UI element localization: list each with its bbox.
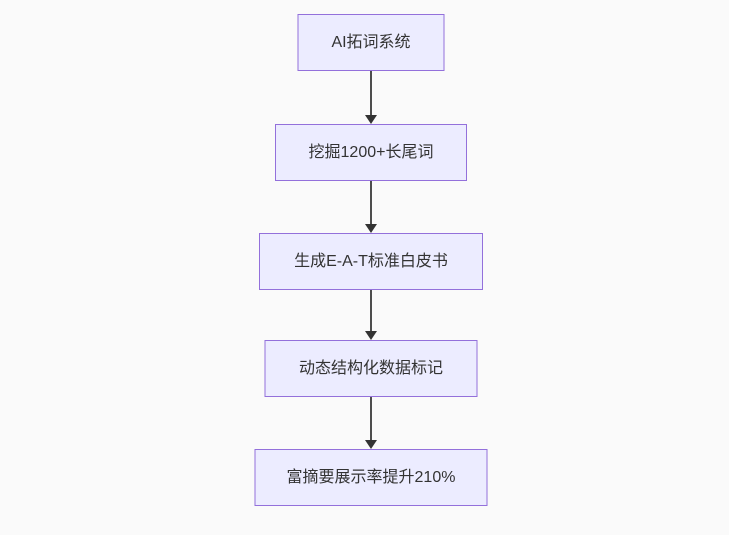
flow-node-generate-eat-whitepaper: 生成E-A-T标准白皮书	[259, 233, 483, 290]
arrow-head-icon	[365, 224, 377, 233]
flow-arrow-1	[365, 71, 377, 124]
arrow-line	[370, 290, 372, 335]
flow-node-mine-longtail-keywords: 挖掘1200+长尾词	[275, 124, 467, 181]
flow-node-ai-word-expansion-system: AI拓词系统	[297, 14, 445, 71]
flow-arrow-2	[365, 181, 377, 233]
flow-arrow-3	[365, 290, 377, 340]
arrow-head-icon	[365, 331, 377, 340]
arrow-line	[370, 71, 372, 119]
arrow-head-icon	[365, 440, 377, 449]
arrow-line	[370, 181, 372, 228]
flow-arrow-4	[365, 397, 377, 449]
flow-node-rich-snippet-rate-increase: 富摘要展示率提升210%	[254, 449, 488, 506]
flow-node-dynamic-structured-data-markup: 动态结构化数据标记	[264, 340, 478, 397]
arrow-head-icon	[365, 115, 377, 124]
arrow-line	[370, 397, 372, 444]
